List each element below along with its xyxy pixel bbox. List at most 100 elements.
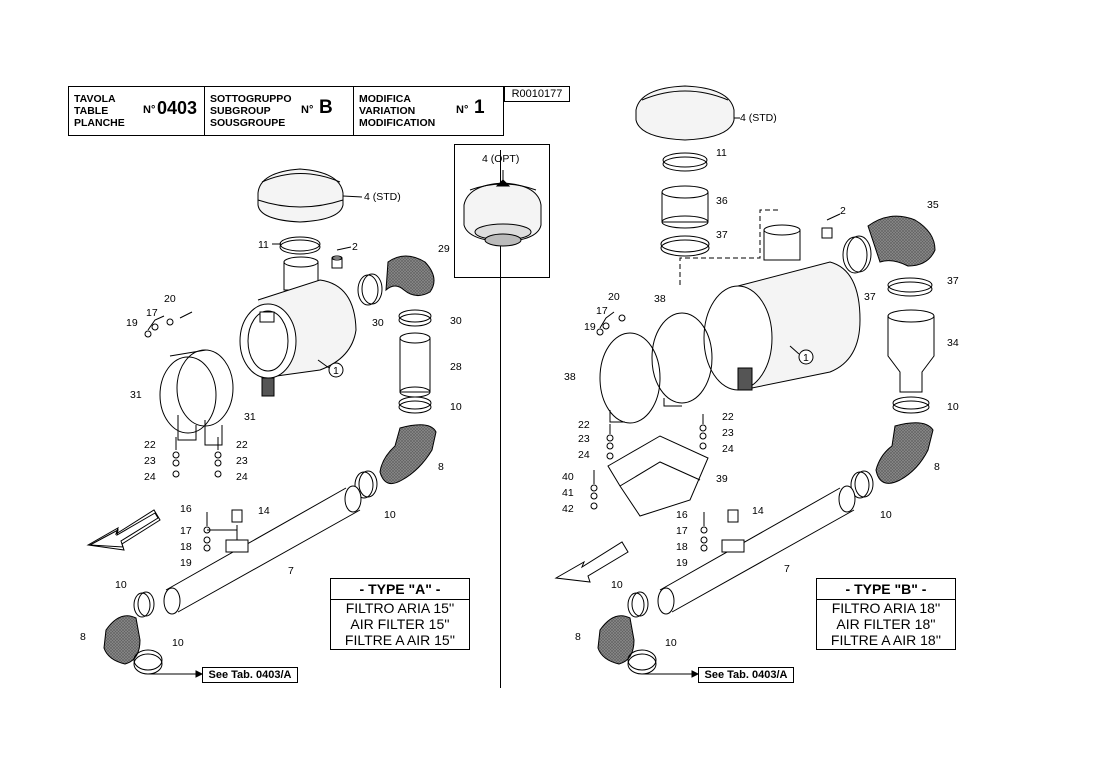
callout: 2	[352, 241, 358, 253]
callout: 24	[236, 471, 248, 483]
left-valve-2	[331, 246, 352, 269]
left-pipe-7	[163, 485, 362, 615]
callout: 1	[803, 352, 809, 364]
callout: 10	[665, 637, 677, 649]
type-b-line-1: FILTRO ARIA 18''	[831, 600, 941, 616]
subgroup-label: SOTTOGRUPPO SUBGROUP SOUSGROUPE	[210, 93, 292, 129]
callout: 10	[172, 637, 184, 649]
right-clamp-10d	[627, 649, 657, 675]
callout: 8	[934, 461, 940, 473]
optional-part-box	[454, 144, 550, 278]
left-clamp-11	[272, 236, 321, 255]
callout: 10	[115, 579, 127, 591]
callout: 38	[564, 371, 576, 383]
callout: 31	[244, 411, 256, 423]
left-see-tab-link[interactable]: See Tab. 0403/A	[202, 667, 298, 683]
callout: 7	[784, 563, 790, 575]
left-elbow-8a	[379, 424, 437, 485]
opt-callout: 4 (OPT)	[482, 153, 519, 165]
callout: 17	[180, 525, 192, 537]
left-flow-arrow	[86, 509, 161, 551]
callout: 24	[578, 449, 590, 461]
right-clamp-37c	[887, 277, 933, 297]
callout: 1	[333, 365, 339, 377]
subgroup-number: B	[319, 97, 333, 118]
left-clamp-10b	[354, 470, 378, 499]
left-fasteners	[172, 437, 222, 478]
callout: 17	[146, 307, 158, 319]
right-valve-2	[821, 213, 841, 239]
callout: 30	[450, 315, 462, 327]
right-flow-arrow	[554, 541, 629, 583]
callout: 19	[180, 557, 192, 569]
callout: 14	[752, 505, 764, 517]
callout: 14	[258, 505, 270, 517]
callout: 18	[180, 541, 192, 553]
right-adapter-36	[661, 185, 709, 229]
right-fasteners-40	[590, 470, 598, 510]
callout: 29	[438, 243, 450, 255]
callout: 10	[880, 509, 892, 521]
callout: 37	[864, 291, 876, 303]
left-screws-bottom	[203, 509, 243, 552]
callout: 22	[144, 439, 156, 451]
callout: 22	[236, 439, 248, 451]
right-clamp-11	[662, 152, 708, 172]
callout: 10	[384, 509, 396, 521]
right-elbow-35	[867, 215, 936, 267]
left-bracket-31	[159, 349, 234, 446]
callout: 22	[722, 411, 734, 423]
type-a-line-1: FILTRO ARIA 15''	[345, 600, 455, 616]
subgroup-no-prefix: N°	[301, 104, 314, 116]
callout: 35	[927, 199, 939, 211]
right-pipe-7	[657, 485, 856, 615]
callout: 11	[716, 147, 727, 159]
type-a-line-2: AIR FILTER 15''	[350, 616, 450, 632]
variation-label: MODIFICA VARIATION MODIFICATION	[359, 93, 436, 129]
callout: 38	[654, 293, 666, 305]
type-b-line-2: AIR FILTER 18''	[836, 616, 936, 632]
callout: 40	[562, 471, 574, 483]
left-clamp-10a	[398, 396, 432, 414]
callout: 24	[722, 443, 734, 455]
callout: 19	[126, 317, 138, 329]
type-b-title: - TYPE "B" -	[817, 579, 955, 600]
optional-cap	[463, 170, 542, 247]
right-clamp-10a	[892, 396, 930, 414]
table-no-prefix: N°	[143, 104, 156, 116]
callout: 10	[611, 579, 623, 591]
title-block: TAVOLA TABLE PLANCHE N° 0403 SOTTOGRUPPO…	[68, 86, 504, 136]
variation-number: 1	[474, 97, 485, 118]
right-bracket-38	[599, 312, 713, 424]
callout: 8	[438, 461, 444, 473]
callout: 34	[947, 337, 959, 349]
callout: 36	[716, 195, 728, 207]
right-clamp-10c	[627, 591, 649, 618]
callout: 37	[716, 229, 728, 241]
type-b-line-3: FILTRE A AIR 18''	[830, 632, 942, 648]
callout: 41	[562, 487, 574, 499]
callout: 8	[80, 631, 86, 643]
right-clamp-37a	[660, 235, 710, 257]
callout: 23	[144, 455, 156, 467]
right-see-tab-link[interactable]: See Tab. 0403/A	[698, 667, 794, 683]
right-elbow-8b	[597, 615, 635, 665]
callout: 42	[562, 503, 574, 515]
right-support-39	[607, 435, 709, 517]
right-clamp-37b	[842, 235, 872, 274]
center-divider	[500, 150, 501, 688]
right-clamp-10b	[850, 470, 874, 499]
callout: 7	[288, 565, 294, 577]
callout: 18	[676, 541, 688, 553]
subgroup-cell: SOTTOGRUPPO SUBGROUP SOUSGROUPE N° B	[205, 87, 354, 135]
left-cap	[257, 168, 344, 223]
variation-cell: MODIFICA VARIATION MODIFICATION N° 1	[354, 87, 503, 135]
left-tube-28	[399, 332, 431, 398]
callout: 37	[947, 275, 959, 287]
type-a-title: - TYPE "A" -	[331, 579, 469, 600]
callout: 4 (STD)	[740, 112, 777, 124]
left-clamp-10c	[133, 591, 155, 618]
callout: 22	[578, 419, 590, 431]
callout: 19	[584, 321, 596, 333]
